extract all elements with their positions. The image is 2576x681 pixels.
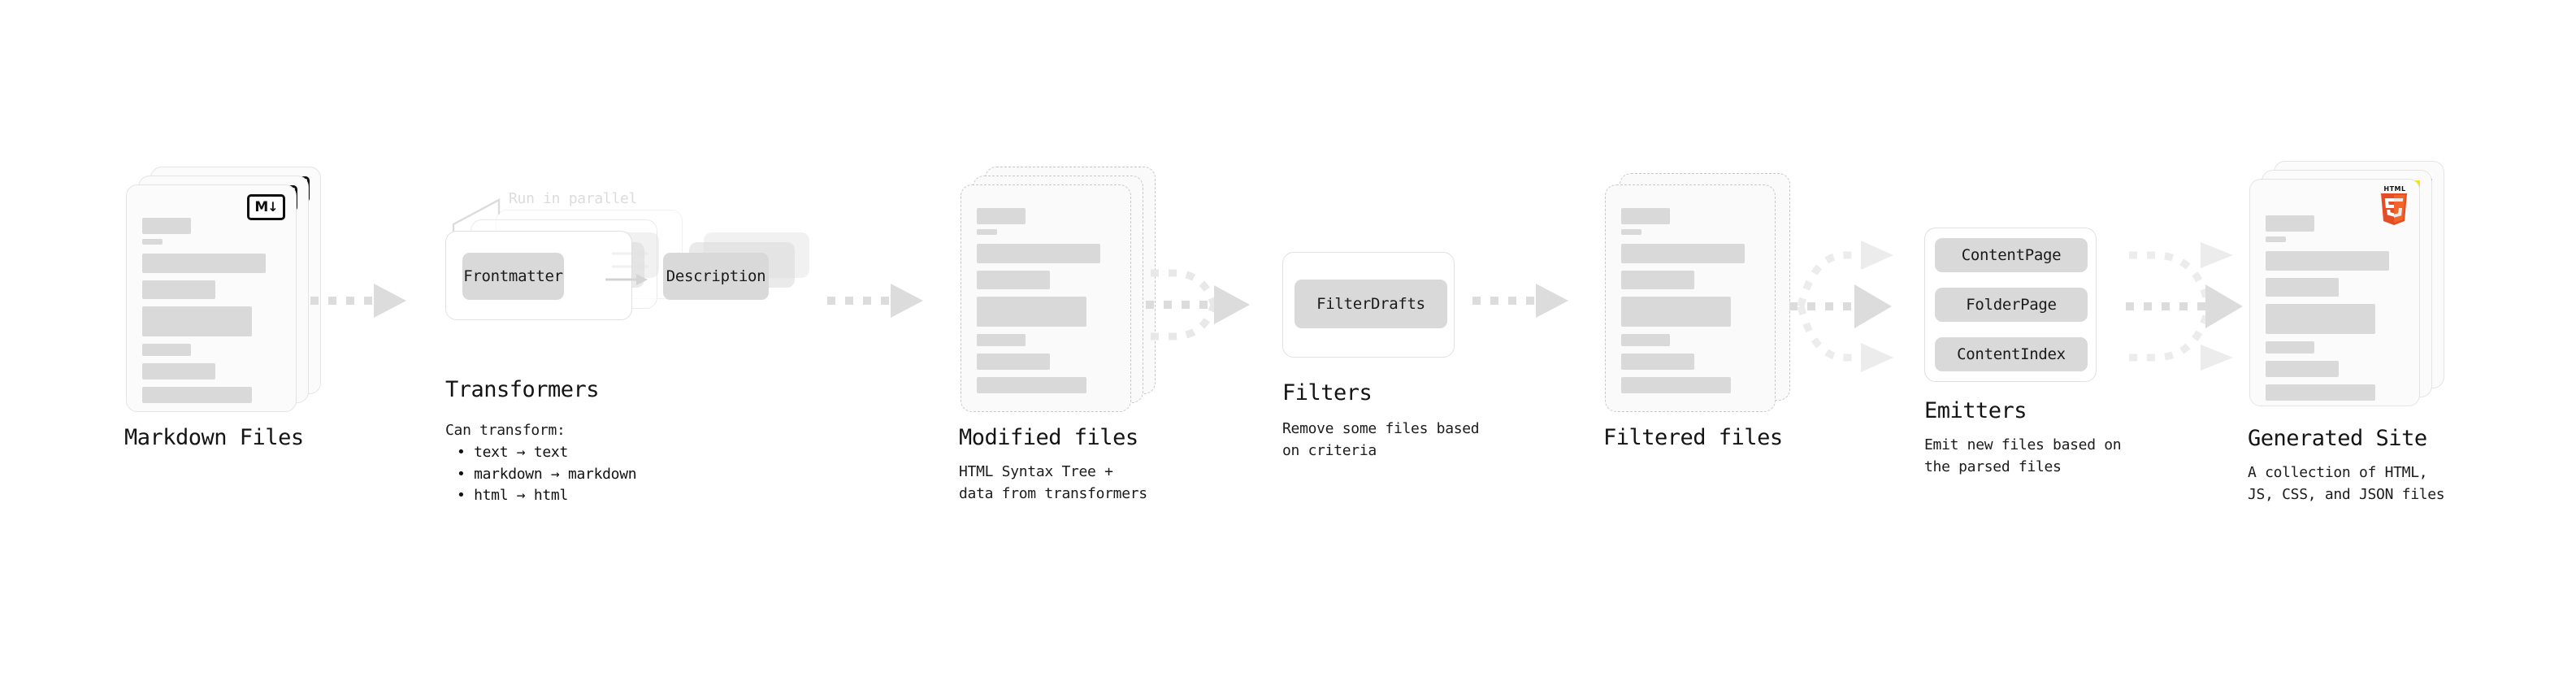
emitters-box: ContentPage FolderPage ContentIndex [1924, 228, 2097, 382]
bar [2266, 251, 2389, 271]
bar [142, 363, 215, 380]
bar [1621, 244, 1745, 263]
filters-group: FilterDrafts Filters Remove some files b… [1282, 252, 1480, 459]
arrow-transformers-to-modified [827, 280, 925, 321]
emitters-label: Emitters [1924, 398, 2027, 423]
transformers-description: Can transform: [445, 422, 566, 439]
bar [1621, 354, 1694, 370]
bar [977, 297, 1086, 327]
markdown-badge-front: M↓ [247, 194, 285, 220]
bar [977, 208, 1026, 224]
bar [977, 377, 1086, 393]
card-placeholder-lines [1621, 208, 1762, 398]
bar [142, 254, 266, 273]
modified-files-group: Modified files HTML Syntax Tree + data f… [959, 167, 1156, 502]
bar [1621, 377, 1731, 393]
transformers-label: Transformers [445, 377, 600, 402]
bar [2266, 361, 2339, 377]
filters-box: FilterDrafts [1282, 252, 1455, 358]
list-item: text → text [457, 442, 636, 464]
transformer-inner-arrows [612, 249, 649, 271]
bar [977, 354, 1050, 370]
filtered-files-group: Filtered files [1603, 167, 1790, 450]
bar [1621, 297, 1731, 327]
filters-description: Remove some files based on criteria [1282, 420, 1480, 459]
card-placeholder-lines [2266, 215, 2406, 406]
arrow-emitters-to-site [2119, 237, 2249, 375]
emitter-chip-contentpage[interactable]: ContentPage [1935, 238, 2088, 272]
bar [977, 334, 1026, 346]
filters-label: Filters [1282, 380, 1373, 406]
bar [142, 387, 252, 403]
generated-site-label: Generated Site [2248, 426, 2427, 451]
bar [142, 344, 191, 356]
card-placeholder-lines [977, 208, 1117, 398]
list-item: markdown → markdown [457, 464, 637, 486]
bar [2266, 236, 2286, 242]
card-placeholder-lines [142, 218, 283, 408]
html5-badge: HTML [2379, 185, 2410, 225]
transformer-chip-frontmatter[interactable]: Frontmatter [462, 253, 564, 300]
list-item: html → html [457, 485, 636, 507]
markdown-files-card-stack: M↓ M↓ M↓ [126, 167, 321, 412]
bar [1621, 271, 1694, 289]
filtered-files-label: Filtered files [1603, 425, 1783, 450]
bar [142, 306, 252, 336]
bar [2266, 304, 2375, 334]
transformer-chip-description[interactable]: Description [663, 253, 769, 300]
bar [977, 229, 997, 235]
generated-site-description: A collection of HTML, JS, CSS, and JSON … [2248, 464, 2445, 503]
bar [2266, 278, 2339, 297]
transformer-main-arrow [605, 274, 648, 285]
arrow-filters-to-filtered [1472, 280, 1570, 321]
site-card-front-html: HTML [2249, 179, 2420, 406]
emitters-description: Emit new files based on the parsed files [1924, 436, 2122, 475]
run-in-parallel-label: Run in parallel [509, 190, 638, 207]
arrow-filtered-to-emitters [1789, 237, 1919, 375]
generated-site-card-stack: CSS HTML [2249, 161, 2444, 421]
markdown-files-group: M↓ M↓ M↓ [124, 167, 321, 450]
arrow-modified-to-filters [1146, 258, 1251, 351]
bar [2266, 341, 2314, 354]
bar [2266, 215, 2314, 232]
emitter-chip-contentindex[interactable]: ContentIndex [1935, 337, 2088, 371]
filtered-files-card-stack [1605, 167, 1790, 412]
filtered-card-front [1605, 184, 1776, 412]
modified-files-card-stack [961, 167, 1156, 412]
bar [1621, 208, 1670, 224]
filter-chip-filterdrafts[interactable]: FilterDrafts [1295, 280, 1447, 328]
markdown-card-front: M↓ [126, 184, 297, 412]
bar [142, 239, 163, 245]
modified-files-label: Modified files [959, 425, 1138, 450]
html5-caption: HTML [2383, 185, 2406, 193]
emitter-chip-folderpage[interactable]: FolderPage [1935, 288, 2088, 322]
bar [1621, 229, 1641, 235]
arrow-markdown-to-transformers [310, 280, 408, 321]
bar [1621, 334, 1670, 346]
bar [142, 218, 191, 234]
modified-files-description: HTML Syntax Tree + data from transformer… [959, 463, 1147, 502]
generated-site-group: CSS HTML [2248, 161, 2445, 503]
modified-card-front [961, 184, 1131, 412]
bar [977, 271, 1050, 289]
markdown-files-label: Markdown Files [124, 425, 304, 450]
bar [2266, 384, 2375, 401]
emitters-group: ContentPage FolderPage ContentIndex Emit… [1924, 228, 2122, 475]
bar [977, 244, 1100, 263]
bar [142, 280, 215, 299]
transformers-capability-list: text → text markdown → markdown html → h… [457, 442, 637, 507]
